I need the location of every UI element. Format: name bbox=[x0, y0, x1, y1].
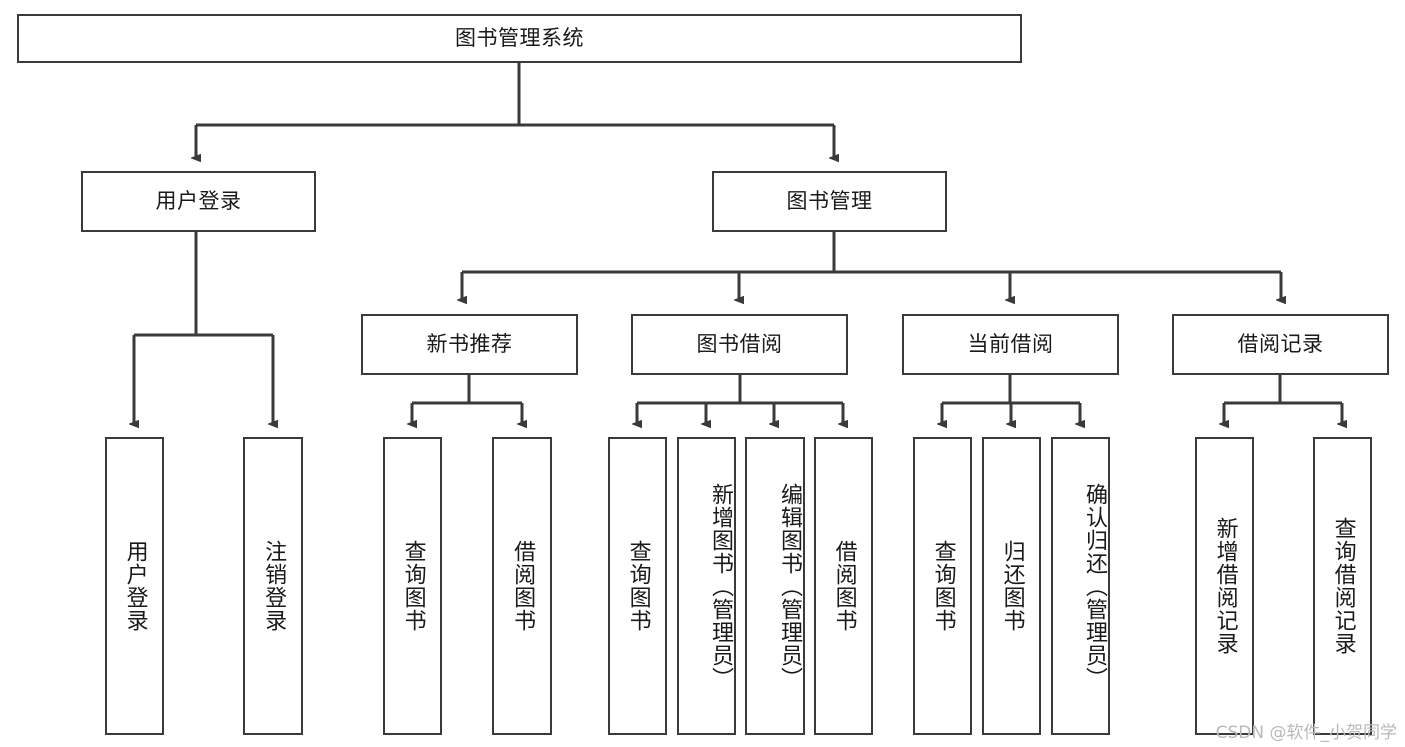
node-user-login[interactable]: 用户登录 bbox=[81, 171, 316, 232]
leaf-book-borrow-edit-admin[interactable]: 编辑图书（管理员） bbox=[745, 437, 805, 735]
leaf-book-borrow-query[interactable]: 查询图书 bbox=[608, 437, 667, 735]
leaf-book-borrow-add-admin[interactable]: 新增图书（管理员） bbox=[677, 437, 736, 735]
leaf-current-borrow-return[interactable]: 归还图书 bbox=[982, 437, 1041, 735]
leaf-new-book-borrow[interactable]: 借阅图书 bbox=[492, 437, 552, 735]
node-new-book-recommend[interactable]: 新书推荐 bbox=[361, 314, 578, 375]
csdn-watermark: CSDN @软件_小贺同学 bbox=[1215, 723, 1397, 743]
leaf-current-borrow-query[interactable]: 查询图书 bbox=[913, 437, 972, 735]
node-book-borrow[interactable]: 图书借阅 bbox=[631, 314, 848, 375]
node-borrow-records[interactable]: 借阅记录 bbox=[1172, 314, 1389, 375]
leaf-user-login-logout[interactable]: 注销登录 bbox=[243, 437, 303, 735]
node-current-borrow[interactable]: 当前借阅 bbox=[902, 314, 1119, 375]
leaf-new-book-query[interactable]: 查询图书 bbox=[383, 437, 442, 735]
leaf-book-borrow-borrow[interactable]: 借阅图书 bbox=[814, 437, 873, 735]
leaf-user-login-login[interactable]: 用户登录 bbox=[105, 437, 164, 735]
leaf-records-query[interactable]: 查询借阅记录 bbox=[1313, 437, 1372, 735]
node-book-management[interactable]: 图书管理 bbox=[712, 171, 947, 232]
leaf-records-add[interactable]: 新增借阅记录 bbox=[1195, 437, 1254, 735]
node-root-system[interactable]: 图书管理系统 bbox=[17, 14, 1022, 63]
leaf-current-borrow-confirm-admin[interactable]: 确认归还（管理员） bbox=[1051, 437, 1110, 735]
